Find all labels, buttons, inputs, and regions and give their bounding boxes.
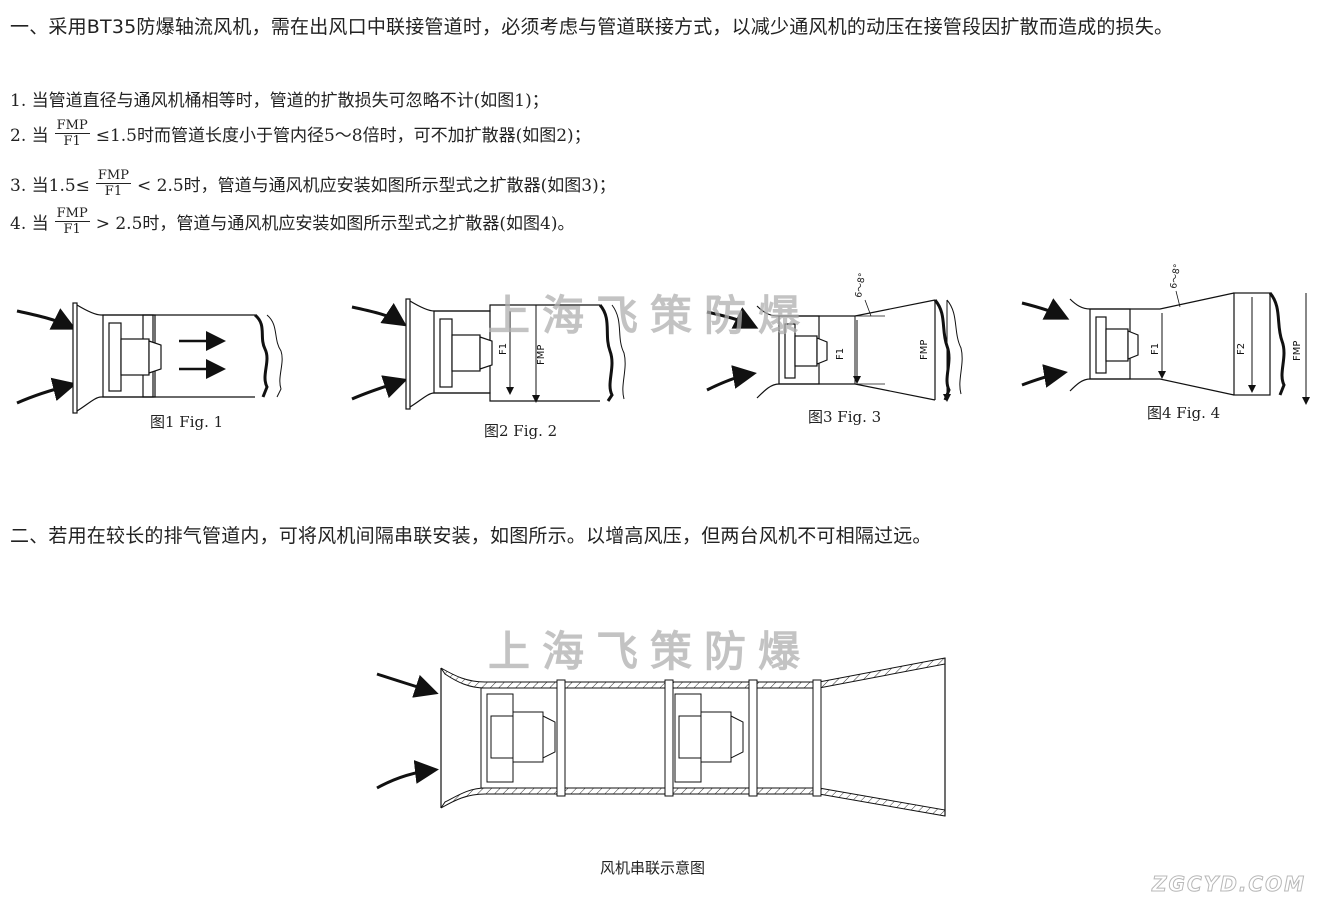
f2-label: F2 xyxy=(1236,343,1247,355)
fraction-numerator: FMP xyxy=(54,206,90,222)
figure-1-caption: 图1 Fig. 1 xyxy=(150,413,224,431)
condition-item-4: 4. 当 FMP F1 > 2.5时，管道与通风机应安装如图所示型式之扩散器(如… xyxy=(10,206,574,237)
angle-label: 6～8° xyxy=(1169,263,1183,289)
fraction-denominator: F1 xyxy=(63,134,81,149)
fraction-denominator: F1 xyxy=(104,184,123,199)
fraction-numerator: FMP xyxy=(54,118,90,134)
watermark-bottom: 上海飞策防爆 xyxy=(488,627,813,676)
condition-3-suffix: < 2.5时，管道与通风机应安装如图所示型式之扩散器(如图3)； xyxy=(136,176,616,196)
figure-3-diagram: F1 FMP 6～8° xyxy=(706,272,963,402)
fmp-label: FMP xyxy=(1292,341,1303,361)
fraction-denominator: F1 xyxy=(63,222,81,237)
section2-heading: 二、若用在较长的排气管道内，可将风机间隔串联安装，如图所示。以增高风压，但两台风… xyxy=(10,525,932,547)
figure-2-diagram: F1 FMP xyxy=(351,298,626,410)
f1-label: F1 xyxy=(498,343,509,355)
ratio-fraction: FMP F1 xyxy=(54,206,90,237)
watermark-top: 上海飞策防爆 xyxy=(488,291,813,340)
condition-2-prefix: 2. 当 xyxy=(10,126,49,146)
condition-item-2: 2. 当 FMP F1 ≤1.5时而管道长度小于管内径5～8倍时，可不加扩散器(… xyxy=(10,118,591,149)
condition-4-prefix: 4. 当 xyxy=(10,214,49,234)
figure-1-diagram xyxy=(16,302,283,414)
section1-heading: 一、采用BT35防爆轴流风机，需在出风口中联接管道时，必须考虑与管道联接方式，以… xyxy=(10,16,1174,38)
series-fans-diagram xyxy=(376,657,946,817)
condition-2-suffix: ≤1.5时而管道长度小于管内径5～8倍时，可不加扩散器(如图2)； xyxy=(95,126,591,146)
condition-1-text: 1. 当管道直径与通风机桶相等时，管道的扩散损失可忽略不计(如图1)； xyxy=(10,91,549,111)
site-watermark: ZGCYD.COM xyxy=(1152,872,1306,897)
condition-item-3: 3. 当1.5≤ FMP F1 < 2.5时，管道与通风机应安装如图所示型式之扩… xyxy=(10,168,616,199)
f1-label: F1 xyxy=(835,348,846,360)
condition-4-suffix: > 2.5时，管道与通风机应安装如图所示型式之扩散器(如图4)。 xyxy=(95,214,575,234)
fmp-label: FMP xyxy=(919,340,930,360)
fmp-label: FMP xyxy=(536,345,547,365)
figure-4-caption: 图4 Fig. 4 xyxy=(1147,404,1221,422)
figure-2-caption: 图2 Fig. 2 xyxy=(484,422,558,440)
angle-label: 6～8° xyxy=(854,272,868,298)
figure-3-caption: 图3 Fig. 3 xyxy=(808,408,882,426)
ratio-fraction: FMP F1 xyxy=(54,118,90,149)
series-fans-caption: 风机串联示意图 xyxy=(600,859,706,877)
condition-3-prefix: 3. 当1.5≤ xyxy=(10,176,90,196)
ratio-fraction: FMP F1 xyxy=(95,168,131,199)
condition-item-1: 1. 当管道直径与通风机桶相等时，管道的扩散损失可忽略不计(如图1)； xyxy=(10,86,549,111)
figure-4-diagram: F1 F2 FMP 6～8° xyxy=(1021,263,1310,405)
fraction-numerator: FMP xyxy=(95,168,131,184)
f1-label: F1 xyxy=(1150,343,1161,355)
